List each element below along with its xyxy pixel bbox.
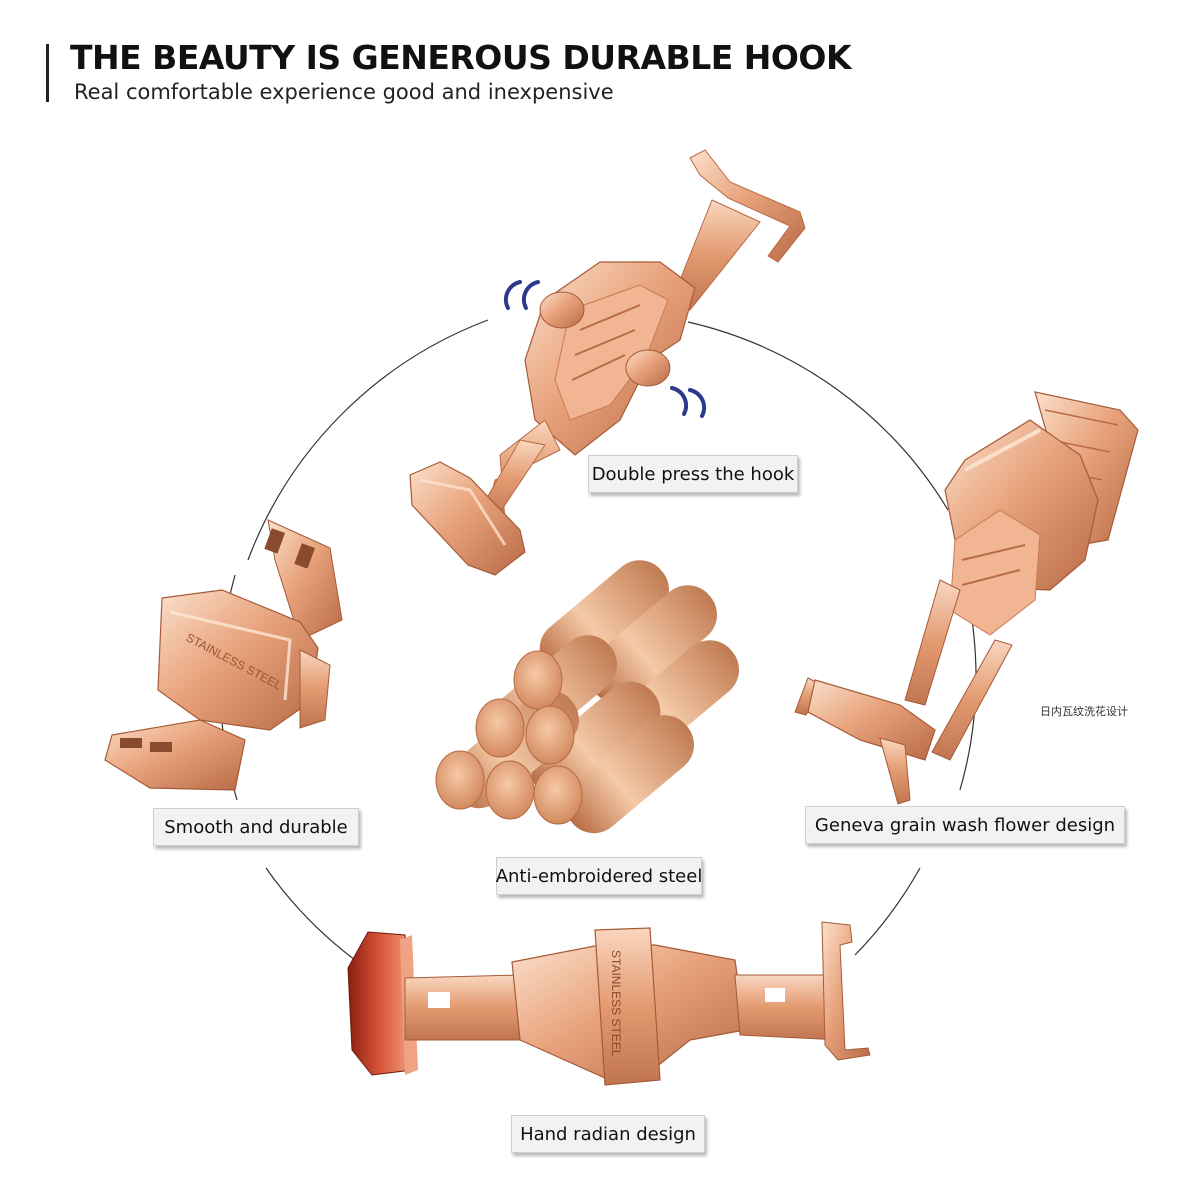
press-indicator-icon: [503, 280, 707, 418]
geneva-clasp: [794, 391, 1139, 805]
chinese-note: 日内瓦纹洗花设计: [1040, 705, 1128, 718]
steel-rods-icon: [435, 560, 740, 834]
header-accent-bar: [46, 44, 49, 102]
engraving-text-bottom: STAINLESS STEEL: [609, 950, 623, 1057]
label-double-press: Double press the hook: [588, 455, 798, 493]
hand-radian-clasp: STAINLESS STEEL: [347, 921, 871, 1086]
label-geneva: Geneva grain wash flower design: [805, 806, 1125, 844]
label-anti-embroidered: Anti-embroidered steel: [496, 857, 702, 895]
page-title: THE BEAUTY IS GENEROUS DURABLE HOOK: [70, 38, 852, 77]
page-subtitle: Real comfortable experience good and ine…: [74, 80, 614, 104]
label-smooth-durable: Smooth and durable: [153, 808, 359, 846]
smooth-durable-clasp: STAINLESS STEEL: [104, 519, 343, 791]
label-hand-radian: Hand radian design: [511, 1115, 705, 1153]
double-press-clasp: [409, 149, 806, 576]
